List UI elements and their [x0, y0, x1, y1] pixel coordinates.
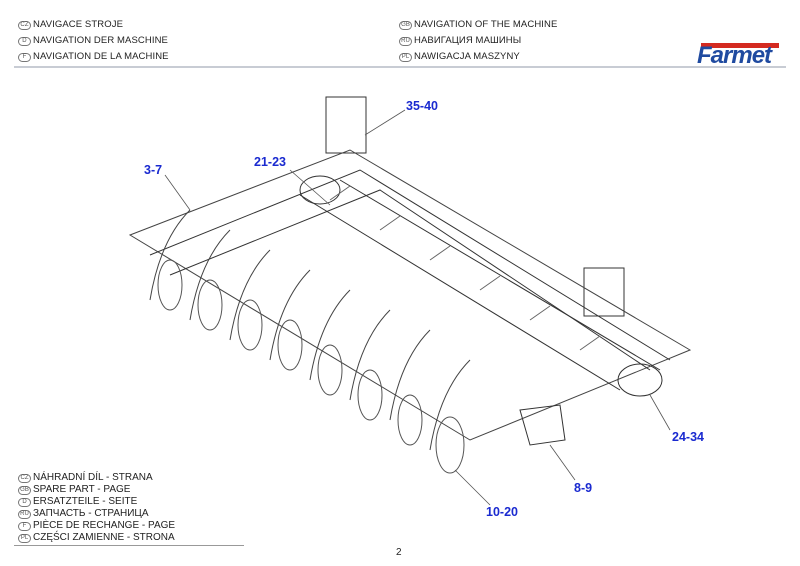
callout-21-23[interactable]: 21-23 [254, 155, 286, 169]
lang-badge: GB [399, 21, 412, 30]
callout-35-40[interactable]: 35-40 [406, 99, 438, 113]
nav-title-text: NAVIGATION DER MASCHINE [33, 35, 168, 46]
callout-24-34[interactable]: 24-34 [672, 430, 704, 444]
lang-badge: D [18, 37, 31, 46]
callout-3-7[interactable]: 3-7 [144, 163, 163, 177]
warning-sign-right [583, 267, 625, 317]
callout-10-20[interactable]: 10-20 [486, 505, 518, 519]
footer-divider [14, 545, 244, 546]
nav-title-text: NAWIGACJA MASZYNY [414, 51, 520, 62]
lang-badge: CZ [18, 21, 31, 30]
lang-badge: PL [399, 53, 412, 62]
warning-sign-top [325, 96, 367, 154]
page-number: 2 [396, 547, 402, 558]
lang-badge: RU [399, 37, 412, 46]
nav-title-text: NAVIGATION OF THE MACHINE [414, 19, 558, 30]
side-shield [519, 404, 566, 446]
farmet-logo: Farmet [697, 40, 781, 69]
nav-title-text: NAVIGATION DE LA MACHINE [33, 51, 169, 62]
nav-title-text: NAVIGACE STROJE [33, 19, 124, 30]
callout-8-9[interactable]: 8-9 [574, 481, 593, 495]
nav-title-text: НАВИГАЦИЯ МАШИНЫ [414, 35, 522, 46]
lang-badge: F [18, 53, 31, 62]
header-divider [14, 66, 786, 68]
